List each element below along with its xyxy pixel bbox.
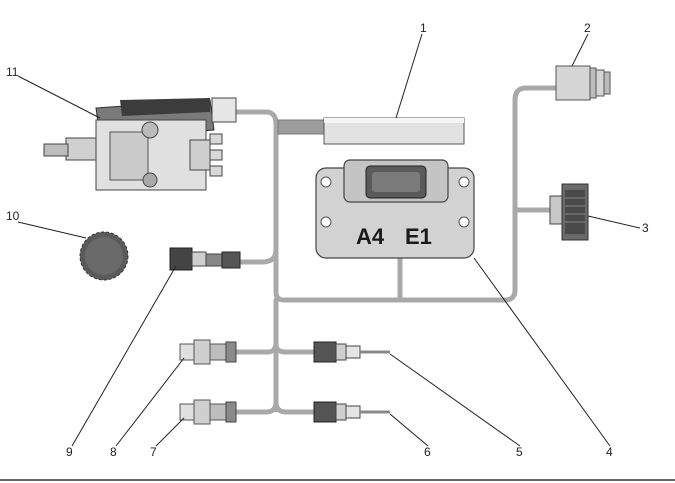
component-7-sensor bbox=[179, 399, 237, 425]
component-10-gear bbox=[79, 231, 129, 281]
component-6-sensor bbox=[313, 401, 390, 423]
ecm-label-e1: E1 bbox=[405, 224, 432, 249]
ecm-label-a4: A4 bbox=[356, 224, 385, 249]
component-11-pump bbox=[43, 97, 237, 191]
component-1-conduit bbox=[277, 117, 465, 145]
leader-lines bbox=[17, 33, 641, 447]
component-5-sensor bbox=[313, 341, 390, 363]
callout-4: 4 bbox=[606, 445, 613, 459]
callout-5: 5 bbox=[516, 445, 523, 459]
callout-9: 9 bbox=[66, 445, 73, 459]
callout-labels: 1 2 3 4 5 6 7 8 9 10 11 bbox=[6, 21, 649, 459]
callout-2: 2 bbox=[584, 21, 591, 35]
callout-11: 11 bbox=[6, 65, 19, 79]
callout-10: 10 bbox=[6, 209, 20, 223]
callout-1: 1 bbox=[420, 21, 427, 35]
component-8-sensor bbox=[179, 339, 237, 365]
component-2-connector bbox=[555, 65, 611, 101]
callout-8: 8 bbox=[110, 445, 117, 459]
callout-7: 7 bbox=[150, 445, 157, 459]
callout-3: 3 bbox=[642, 221, 649, 235]
component-4-ecm: A4 E1 bbox=[315, 159, 475, 259]
component-9-speed-sensor bbox=[169, 247, 241, 271]
component-3-connector bbox=[549, 183, 589, 241]
callout-6: 6 bbox=[424, 445, 431, 459]
